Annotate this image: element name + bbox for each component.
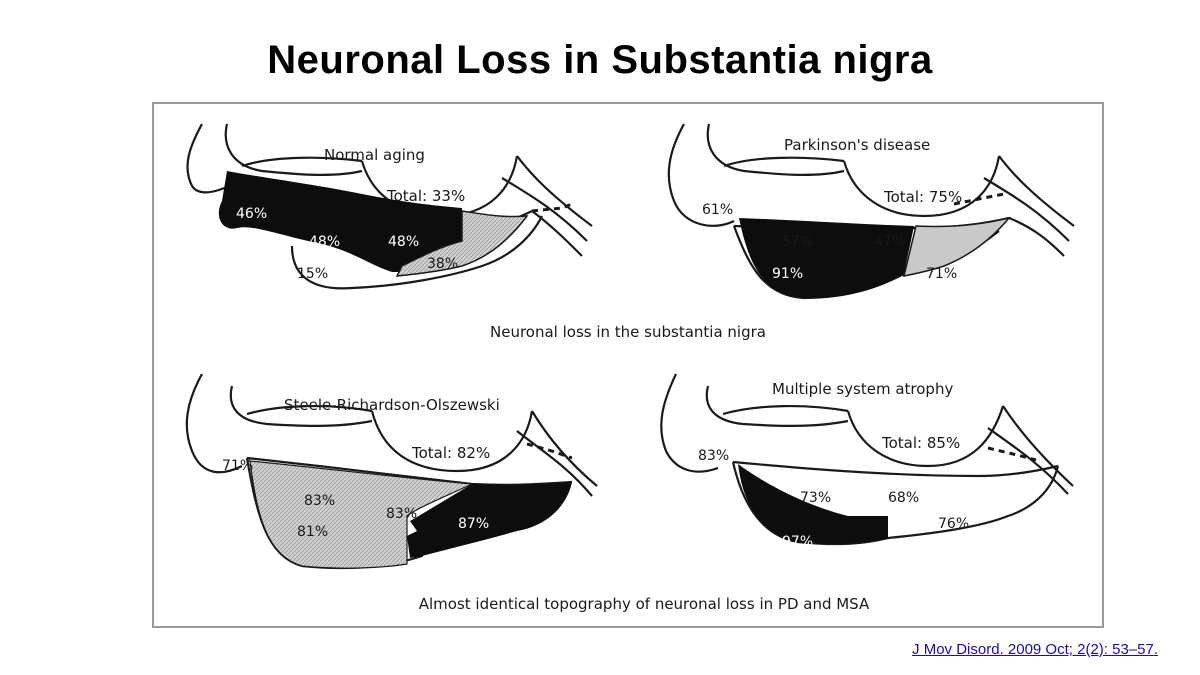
region-fill-black (738, 464, 888, 545)
panel-title: Parkinson's disease (784, 136, 930, 154)
region-value: 46% (236, 206, 267, 222)
region-value: 87% (458, 516, 489, 532)
citation-link[interactable]: J Mov Disord. 2009 Oct; 2(2): 53–57. (912, 641, 1158, 658)
panel-title: Multiple system atrophy (772, 380, 953, 398)
region-fill-hatched (249, 460, 475, 569)
panel-total: Total: 75% (883, 188, 962, 206)
region-value: 48% (388, 234, 419, 250)
region-value: 71% (222, 458, 253, 474)
region-value: 97% (782, 534, 813, 550)
panel-normal-aging: Normal aging Total: 33% 46% 48% 48% 15% … (186, 123, 593, 290)
region-value: 38% (427, 256, 458, 272)
region-fill-gray (902, 216, 1012, 277)
panel-steele-richardson-olszewski: Steele-Richardson-Olszewski Total: 82% 7… (185, 373, 598, 570)
region-value: 83% (698, 448, 729, 464)
region-fill-hatched (395, 210, 529, 277)
region-value: 15% (297, 266, 328, 282)
region-value: 73% (800, 490, 831, 506)
region-value: 81% (297, 524, 328, 540)
panel-total: Total: 85% (881, 434, 960, 452)
region-value: 71% (926, 266, 957, 282)
region-fill-black (739, 218, 914, 298)
slide-title: Neuronal Loss in Substantia nigra (267, 38, 933, 82)
panel-parkinsons-disease: Parkinson's disease Total: 75% 61% 57% 4… (667, 123, 1075, 300)
substantia-nigra-diagram: Normal aging Total: 33% 46% 48% 48% 15% … (185, 123, 1075, 613)
region-value: 83% (386, 506, 417, 522)
region-value: 83% (304, 493, 335, 509)
region-value: 48% (309, 234, 340, 250)
figure-frame: Normal aging Total: 33% 46% 48% 48% 15% … (152, 102, 1104, 628)
region-value: 76% (938, 516, 969, 532)
panel-title: Normal aging (324, 146, 425, 164)
panel-total: Total: 82% (411, 444, 490, 462)
region-value: 47% (874, 234, 905, 250)
panel-total: Total: 33% (386, 187, 465, 205)
panel-title: Steele-Richardson-Olszewski (284, 396, 500, 414)
region-value: 57% (782, 234, 813, 250)
region-fill-black (218, 171, 462, 272)
panel-multiple-system-atrophy: Multiple system atrophy Total: 85% 83% 7… (660, 373, 1074, 550)
bottom-caption: Almost identical topography of neuronal … (419, 595, 870, 613)
middle-caption: Neuronal loss in the substantia nigra (490, 323, 766, 341)
region-value: 68% (888, 490, 919, 506)
region-value: 91% (772, 266, 803, 282)
region-value: 61% (702, 202, 733, 218)
region-fill-black (407, 482, 572, 558)
